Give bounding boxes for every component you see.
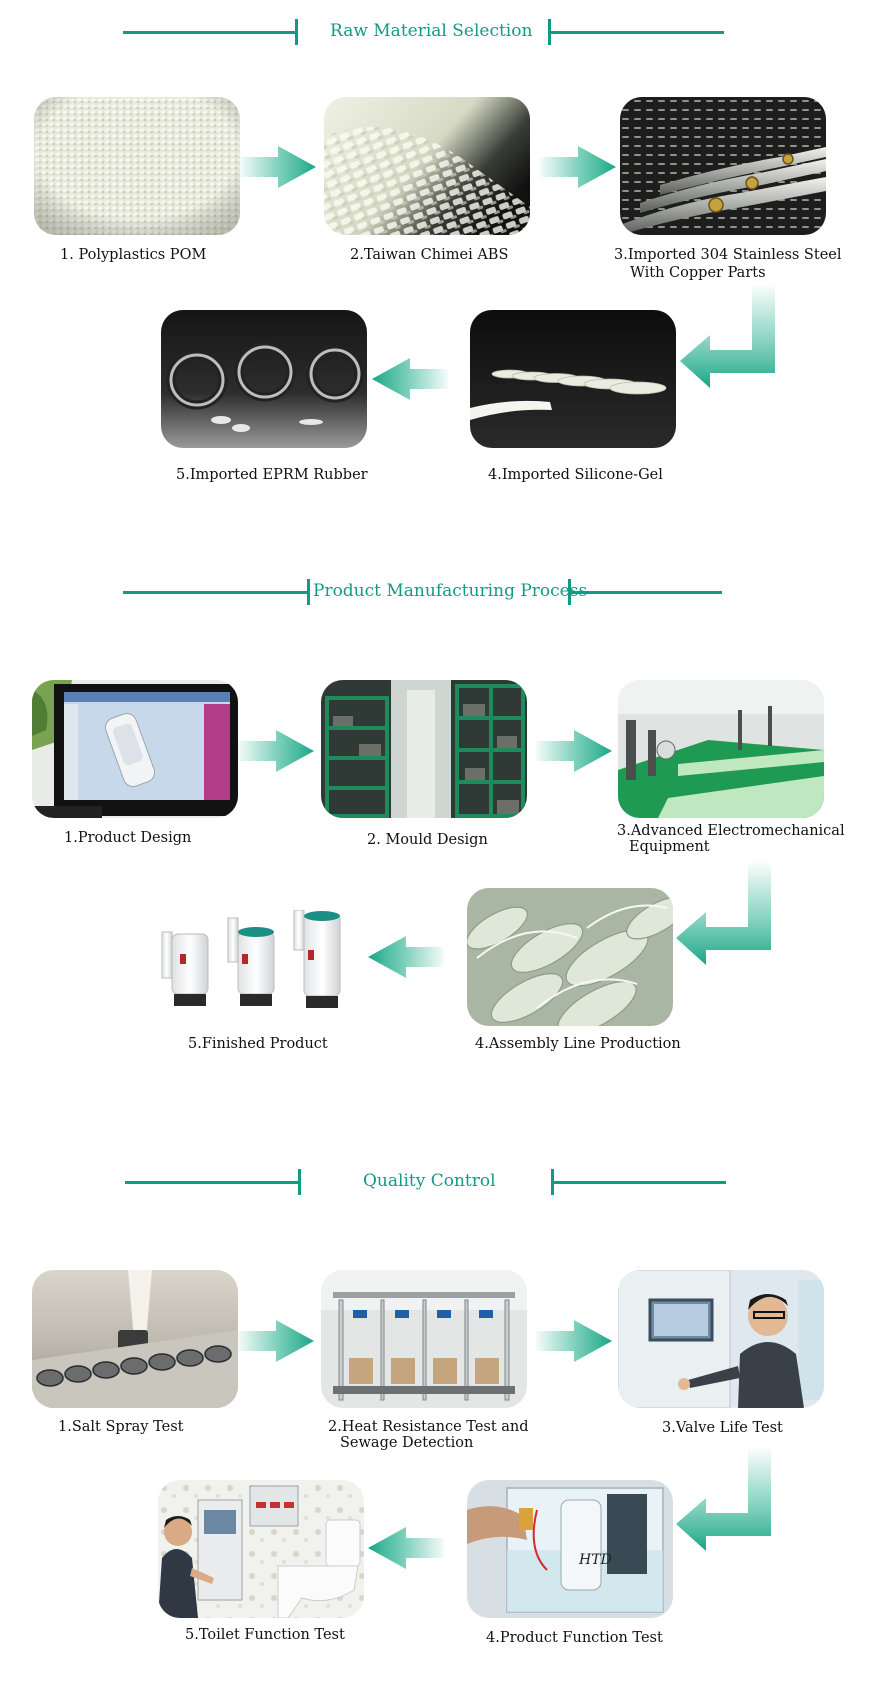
arrow-right-icon (536, 730, 612, 772)
caption-1: 1.Product Design (64, 830, 192, 846)
photo-toilet-function-test (158, 1480, 364, 1618)
caption-1: 1. Polyplastics POM (60, 247, 207, 263)
caption-5: 5.Finished Product (188, 1036, 328, 1052)
caption-5: 5.Toilet Function Test (185, 1627, 345, 1643)
caption-3-line2: Equipment (629, 839, 710, 855)
photo-electromechanical-equipment (618, 680, 824, 818)
caption-2-line1: 2.Heat Resistance Test and (328, 1419, 529, 1435)
photo-assembly-line (467, 888, 673, 1026)
photo-stainless-steel-copper (620, 97, 826, 235)
header-tick-right (551, 1169, 554, 1195)
photo-finished-product (158, 910, 358, 1020)
photo-valve-life-test (618, 1270, 824, 1408)
caption-3-line2: With Copper Parts (630, 265, 766, 281)
arrow-down-left-icon (676, 860, 771, 965)
header-rule-right (553, 1181, 726, 1184)
quality-control-section: Quality Control (0, 1150, 880, 1687)
arrow-left-icon (368, 936, 444, 978)
caption-2: 2. Mould Design (367, 832, 488, 848)
caption-2-line2: Sewage Detection (340, 1435, 474, 1451)
photo-polyplastics-pom (34, 97, 240, 235)
section-title: Raw Material Selection (330, 21, 533, 41)
header-rule-right (570, 591, 722, 594)
caption-3: 3.Valve Life Test (662, 1420, 783, 1436)
caption-4: 4.Product Function Test (486, 1630, 663, 1646)
header-tick-left (298, 1169, 301, 1195)
caption-3-line1: 3.Advanced Electromechanical (617, 823, 845, 839)
caption-3-line1: 3.Imported 304 Stainless Steel (614, 247, 842, 263)
caption-5: 5.Imported EPRM Rubber (176, 467, 368, 483)
header-rule-left (125, 1181, 299, 1184)
arrow-down-left-icon (676, 1446, 771, 1551)
svg-text:HTD: HTD (578, 1552, 612, 1568)
arrow-left-icon (368, 1527, 444, 1569)
photo-product-function-test: HTD (467, 1480, 673, 1618)
photo-salt-spray-test (32, 1270, 238, 1408)
raw-material-section: Raw Material Selection 1. Polyplastics P… (0, 0, 880, 500)
arrow-right-icon (536, 1320, 612, 1362)
photo-heat-resistance-test (321, 1270, 527, 1408)
arrow-left-icon (372, 358, 448, 400)
manufacturing-section: Product Manufacturing Process 1.Product … (0, 560, 880, 1080)
photo-taiwan-chimei-abs (324, 97, 530, 235)
arrow-right-icon (540, 146, 616, 188)
arrow-right-icon (238, 1320, 314, 1362)
photo-eprm-rubber (161, 310, 367, 448)
header-tick-left (307, 579, 310, 605)
arrow-right-icon (240, 146, 316, 188)
section-title: Product Manufacturing Process (313, 581, 588, 601)
caption-1: 1.Salt Spray Test (58, 1419, 184, 1435)
caption-4: 4.Imported Silicone-Gel (488, 467, 663, 483)
section-title: Quality Control (363, 1171, 496, 1191)
caption-4: 4.Assembly Line Production (475, 1036, 681, 1052)
photo-mould-design (321, 680, 527, 818)
header-rule-left (123, 591, 309, 594)
header-rule-left (123, 31, 296, 34)
arrow-down-left-icon (680, 283, 775, 388)
header-rule-right (550, 31, 724, 34)
photo-silicone-gel (470, 310, 676, 448)
caption-2: 2.Taiwan Chimei ABS (350, 247, 509, 263)
header-tick-right (568, 579, 571, 605)
header-tick-right (548, 19, 551, 45)
header-tick-left (295, 19, 298, 45)
photo-product-design (32, 680, 238, 818)
arrow-right-icon (238, 730, 314, 772)
